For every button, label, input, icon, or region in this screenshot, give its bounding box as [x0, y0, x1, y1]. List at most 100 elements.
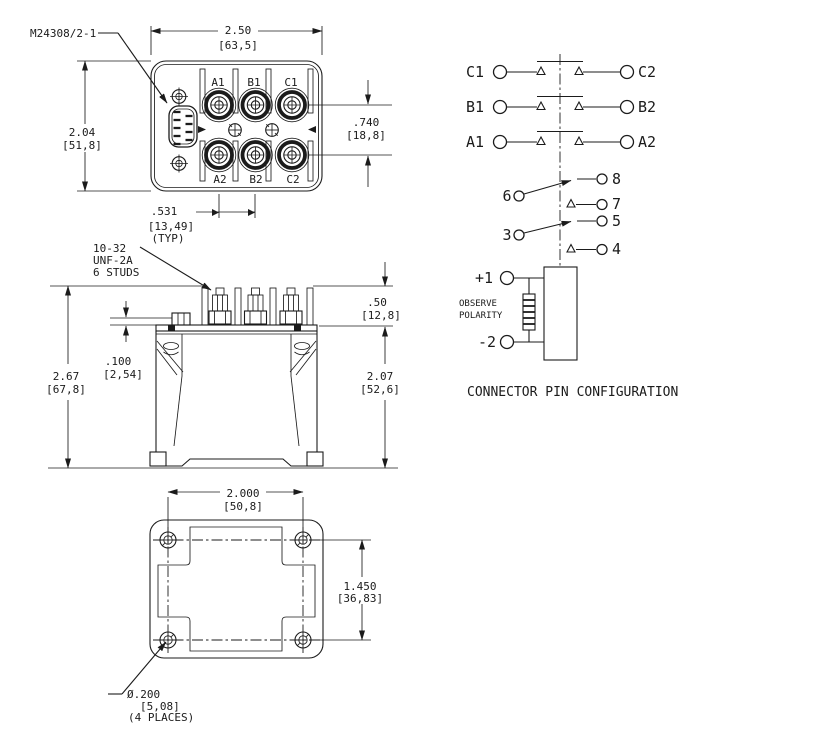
dim-body-height-mm: [52,6] [360, 383, 400, 396]
terminal-label: A2 [213, 173, 226, 186]
dim-overall-in: 2.67 [53, 370, 80, 383]
main-contact-row: B1 B2 [466, 95, 656, 116]
dim-span-x-in: 2.000 [226, 487, 259, 500]
schematic: C1 C2 B1 B2 A1 [459, 54, 678, 400]
dsub-pins [173, 110, 193, 146]
polarity-note-line2: POLARITY [459, 311, 503, 321]
bottom-view-outline [149, 519, 324, 659]
hole-note-dia: Ø.200 [127, 688, 160, 701]
main-contact-row: C1 C2 [466, 60, 656, 81]
terminal [201, 137, 237, 173]
terminal-label: B1 [247, 76, 260, 89]
dsub-jackscrew [170, 154, 188, 173]
dim-overall-height: 2.67 [67,8] [46, 285, 398, 469]
dim-height-mm: [51,8] [62, 139, 102, 152]
terminal-label: C2 [286, 173, 299, 186]
dsub-connector [168, 87, 198, 173]
stud-and-nut [279, 287, 303, 325]
terminal [274, 87, 310, 123]
hole-note-mm: [5,08] [140, 700, 180, 713]
dim-pitch-mm: [13,49] [148, 220, 194, 233]
main-contact-row: A1 A2 [466, 130, 656, 151]
contact-right-label: A2 [638, 133, 656, 151]
dim-stud-height-mm: [12,8] [361, 309, 401, 322]
dim-height: 2.04 [51,8] [60, 60, 151, 192]
contact-right-label: C2 [638, 63, 656, 81]
schematic-title: CONNECTOR PIN CONFIGURATION [467, 385, 678, 400]
dim-span-y-mm: [36,83] [337, 592, 383, 605]
dim-standoff-in: .100 [105, 355, 132, 368]
terminal-label: B2 [249, 173, 262, 186]
terminal [201, 87, 237, 123]
stud-note-line1: 10-32 [93, 242, 126, 255]
contact-left-label: C1 [466, 63, 484, 81]
contact-right-label: B2 [638, 98, 656, 116]
aux-common-label: 3 [502, 226, 511, 244]
stud-and-nut [208, 287, 232, 325]
coil-negative-label: -2 [478, 333, 496, 351]
dim-width-in: 2.50 [225, 24, 252, 37]
bottom-view-inner-outline [157, 526, 316, 652]
aux-upper-label: 8 [612, 170, 621, 188]
stud-note-leader [139, 246, 212, 291]
dim-stud-height: .50 [12,8] [313, 262, 401, 327]
relay-body-side [149, 324, 324, 467]
dim-standoff-mm: [2,54] [103, 368, 143, 381]
connector-part-number: M24308/2-1 [30, 27, 96, 40]
aux-lower-label: 7 [612, 195, 621, 213]
aux-contact-group: 3 5 4 [502, 212, 621, 258]
aux-upper-label: 5 [612, 212, 621, 230]
side-view: 10-32 UNF-2A 6 STUDS [46, 242, 401, 469]
terminal [238, 87, 273, 123]
dim-standoff: .100 [2,54] [103, 301, 172, 381]
dim-height-in: 2.04 [69, 126, 96, 139]
stud-housing [201, 287, 314, 326]
terminal-label: A1 [211, 76, 224, 89]
bottom-view: 2.000 [50,8] 1.450 [36,83] Ø.200 [5,08] … [108, 486, 388, 724]
stud-terminals [201, 87, 310, 173]
top-view-body-inner [154, 64, 319, 188]
hole-diameter-note: Ø.200 [5,08] (4 PLACES) [108, 641, 194, 724]
terminal-label: C1 [284, 76, 297, 89]
stud-note-line3: 6 STUDS [93, 266, 139, 279]
dim-pitch-in: .531 [151, 205, 178, 218]
dim-body-height: 2.07 [52,6] [360, 326, 400, 469]
hole-note-places: (4 PLACES) [128, 711, 194, 724]
dim-row-in: .740 [353, 116, 380, 129]
stud-note-line2: UNF-2A [93, 254, 133, 267]
mounting-hole [159, 531, 177, 549]
stud-and-nut [243, 287, 268, 325]
aux-common-label: 6 [502, 187, 511, 205]
aux-lower-label: 4 [612, 240, 621, 258]
dim-overall-mm: [67,8] [46, 383, 86, 396]
dsub-jackscrew [170, 87, 188, 106]
coil-positive-label: +1 [475, 269, 493, 287]
datum-arrow [198, 126, 206, 133]
center-screw [228, 123, 242, 137]
dim-row-mm: [18,8] [346, 129, 386, 142]
dim-body-height-in: 2.07 [367, 370, 394, 383]
mounting-hole [159, 631, 177, 649]
dim-hole-span-x: 2.000 [50,8] [167, 486, 304, 532]
contact-left-label: B1 [466, 98, 484, 116]
terminal [238, 137, 273, 173]
dim-span-x-mm: [50,8] [223, 500, 263, 513]
top-view: A1 B1 C1 A2 B2 C2 [30, 23, 392, 245]
dim-hole-span-y: 1.450 [36,83] [311, 539, 388, 641]
coil-circuit: +1 -2 OBSERVE POLARITY [459, 266, 578, 361]
coil-box [543, 266, 578, 361]
dim-pitch-note: (TYP) [151, 232, 184, 245]
dim-stud-pitch: .531 [13,49] (TYP) [148, 194, 256, 245]
connector-callout: M24308/2-1 [30, 27, 168, 104]
aux-contact-group: 6 8 7 [502, 170, 621, 213]
dim-row-spacing: .740 [18,8] [309, 80, 392, 187]
top-view-body-outline [150, 60, 323, 192]
contact-left-label: A1 [466, 133, 484, 151]
center-lines [153, 527, 320, 653]
connector-standoff [171, 312, 191, 326]
center-screw [265, 123, 279, 137]
dim-width: 2.50 [63,5] [150, 23, 323, 55]
dim-stud-height-in: .50 [367, 296, 387, 309]
